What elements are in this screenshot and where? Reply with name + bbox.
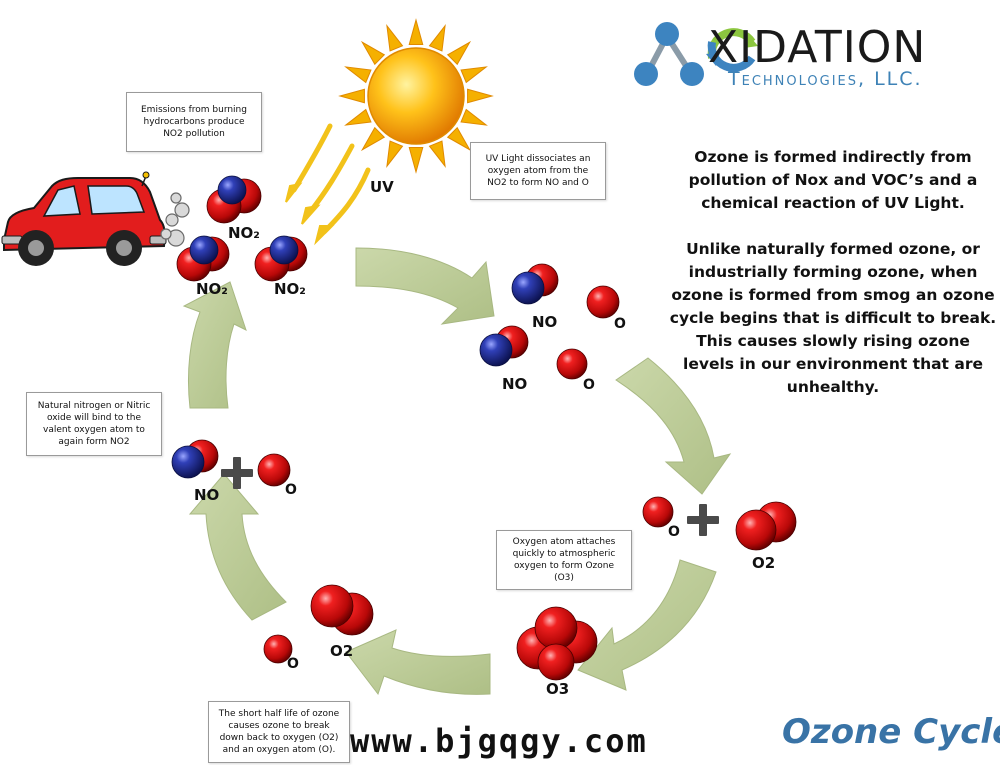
description-paragraph-1: Ozone is formed indirectly from pollutio… [688,148,978,212]
oxygen-atom [537,643,575,681]
cycle-arrow-top [355,247,495,325]
o-atom-lower [556,348,588,380]
ozone-description: Ozone is formed indirectly from pollutio… [668,146,998,399]
uv-light-arrows [285,123,371,246]
sun-ray [360,126,386,152]
molecules [171,175,797,681]
nitrogen-atom [479,333,513,367]
sun-ray [460,108,488,126]
o-atom-upper [586,285,620,319]
o-label-lower: O [583,377,595,393]
cycle-arrows [182,247,732,696]
oxygen-atom [642,496,674,528]
o-atom-bottom [263,634,293,664]
sun-ray [408,18,424,45]
car-icon [1,171,167,266]
nitrogen-atom [217,175,247,205]
sun-ray [467,88,494,104]
cycle-arrow-right [615,357,732,495]
oxygen-atom [586,285,620,319]
o-label-left: O [285,482,297,498]
no-molecule-lower [479,325,529,367]
uv-arrow-1 [291,123,333,193]
cycle-arrow-bottom [345,629,491,696]
o2-label-right: O2 [752,554,776,572]
cycle-arrow-lower-left [188,473,287,621]
no-molecule-upper [511,263,559,305]
cycle-title: Ozone Cycle [782,712,1000,752]
sun-ray [428,140,446,168]
no-label-lower: NO [502,375,528,393]
nitrogen-atom [269,235,299,265]
sun-ray [446,126,472,152]
no2-label-right: NO₂ [274,280,306,298]
o3-label: O3 [546,680,570,698]
oxygen-atom [534,606,578,650]
cycle-arrow-lower-right [577,559,717,691]
sun-ray [460,66,488,84]
logo-subtitle: Technologies, LLC. [728,68,923,90]
o2-label-bottom: O2 [330,642,354,660]
uv-label: UV [370,178,394,196]
o2-molecule-bottom [310,584,374,636]
oxygen-atom [556,348,588,380]
logo-recycle-o-icon [706,28,758,72]
oxygen-atom [310,584,354,628]
description-paragraph-2: Unlike naturally formed ozone, or indust… [669,240,997,396]
nitrogen-atom [189,235,219,265]
sun-ray [386,140,404,168]
sun-ray [344,108,372,126]
nitrogen-atom [171,445,205,479]
o-label-bottom: O [287,656,299,672]
sun-ray [408,147,424,174]
o-label-upper: O [614,316,626,332]
uv-arrow-1-head [285,182,303,203]
o-label-plus-right: O [668,524,680,540]
oxygen-atom [735,509,777,551]
plus-sign-left [221,457,253,489]
oxygen-atom [263,634,293,664]
sun-ray [344,66,372,84]
nitrogen-atom [511,271,545,305]
logo-wordmark: XIDATION [708,22,927,73]
no-label-left: NO [194,486,220,504]
no2-molecule-top [206,175,262,224]
oxygen-atom [257,453,291,487]
no2-label-top: NO₂ [228,224,260,242]
logo-molecule-icon [634,22,704,86]
sun-icon [338,18,494,174]
no2-label-left: NO₂ [196,280,228,298]
note-half-life: The short half life of ozone causes ozon… [208,701,350,763]
note-nitrogen-binds: Natural nitrogen or Nitric oxide will bi… [26,392,162,456]
o-atom-plus-right [642,496,674,528]
uv-arrow-2-head [301,204,321,225]
website-watermark: www.bjgqgy.com [350,722,648,760]
no2-molecule-left [176,235,230,282]
note-oxygen-attaches: Oxygen atom attaches quickly to atmosphe… [496,530,632,590]
o-atom-left [257,453,291,487]
exhaust-smoke-icon [160,192,190,247]
sun-ray [360,40,386,66]
o2-molecule-right [735,501,797,551]
sun-ray [338,88,365,104]
cycle-arrow-left [182,281,247,409]
no-molecule-left [171,439,219,479]
no-label-upper: NO [532,313,558,331]
plus-sign-right [687,504,719,536]
o3-molecule [516,606,598,681]
note-emissions: Emissions from burning hydrocarbons prod… [126,92,262,152]
sun-ray [446,40,472,66]
no2-molecule-right [254,235,308,282]
sun-ray [428,24,446,52]
uv-arrow-3-head [314,225,335,246]
note-uv-dissociation: UV Light dissociates an oxygen atom from… [470,142,606,200]
sun-ray [386,24,404,52]
